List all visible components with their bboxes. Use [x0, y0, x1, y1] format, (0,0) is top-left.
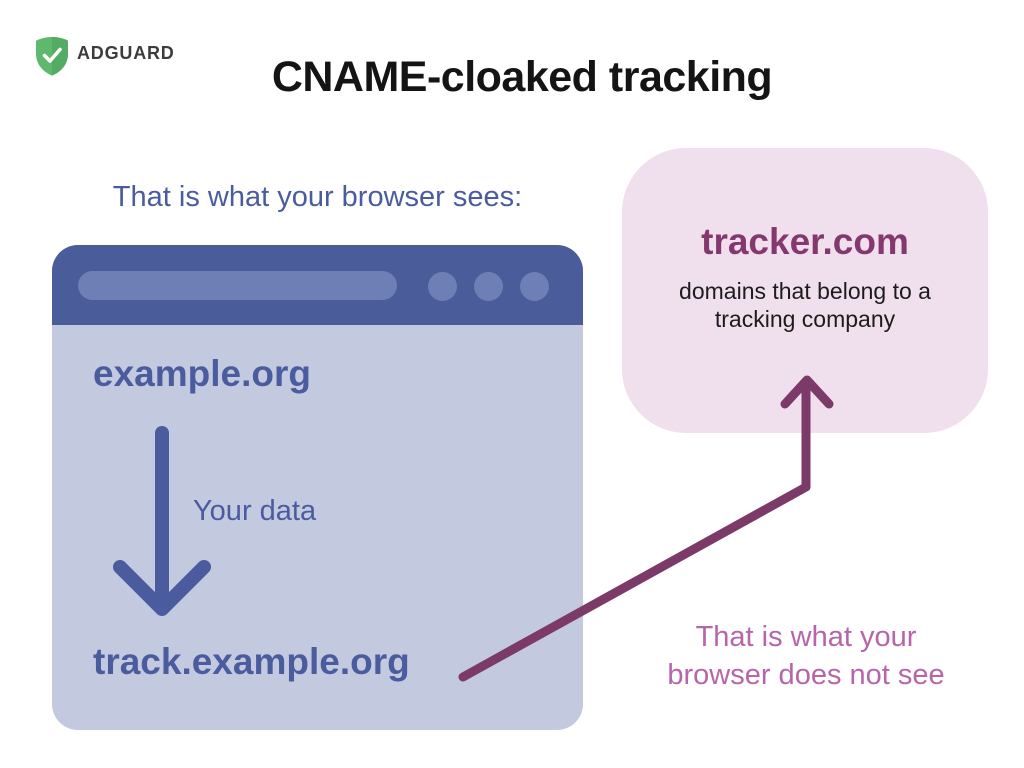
adguard-shield-icon — [36, 37, 68, 76]
browser-sees-caption: That is what your browser sees: — [112, 181, 523, 213]
browser-header-bar — [52, 245, 583, 325]
window-control-dot — [474, 272, 503, 301]
adguard-brand-name: ADGUARD — [77, 43, 175, 63]
adguard-logo: ADGUARD — [36, 37, 175, 76]
address-bar — [78, 271, 397, 300]
track-subdomain-label: track.example.org — [93, 641, 410, 682]
example-domain-label: example.org — [93, 353, 311, 394]
tracker-description: domains that belong to a tracking compan… — [679, 278, 931, 332]
page-title: CNAME-cloaked tracking — [271, 53, 773, 101]
tracker-company-box: tracker.com domains that belong to a tra… — [622, 148, 988, 433]
tracker-domain-label: tracker.com — [701, 221, 909, 262]
your-data-label: Your data — [193, 495, 317, 527]
browser-window-mockup: example.org Your data track.example.org — [52, 245, 583, 730]
browser-not-see-caption: That is what your browser does not see — [667, 621, 945, 691]
down-arrow-icon — [113, 426, 211, 616]
window-control-dot — [520, 272, 549, 301]
window-control-dot — [428, 272, 457, 301]
